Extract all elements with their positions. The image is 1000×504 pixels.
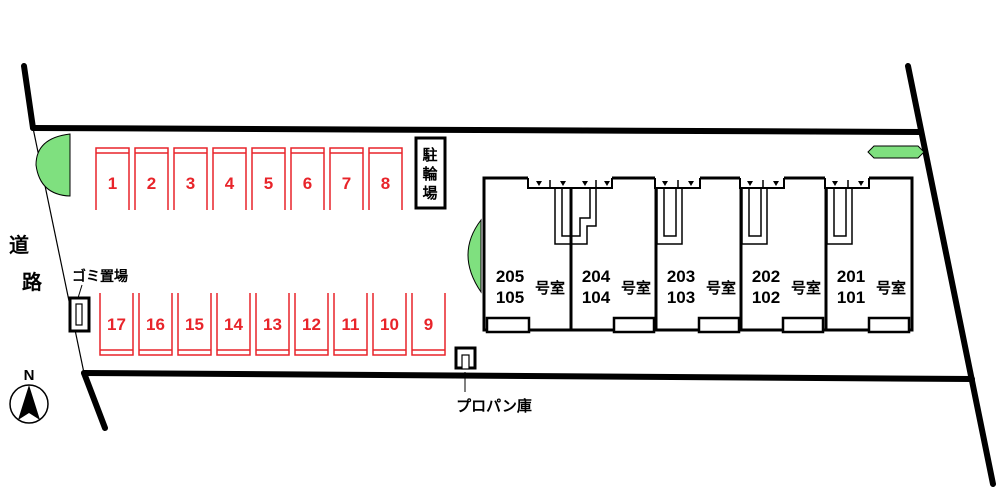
propane-label: プロパン庫: [456, 397, 532, 415]
unit-lower-number: 105: [496, 288, 524, 307]
parking-number: 2: [147, 174, 156, 193]
unit-room-suffix: 号室: [621, 279, 651, 297]
parking-number: 7: [342, 174, 351, 193]
unit-room-suffix: 号室: [535, 279, 565, 297]
bike-parking: [414, 136, 447, 210]
parking-space: 8: [368, 147, 403, 210]
garbage-inner: [75, 303, 83, 326]
parking-space: 17: [99, 293, 134, 356]
parking-row-south: 17 16 15 14 13 12 11 10 9: [99, 293, 446, 356]
unit: 201 101 号室: [837, 267, 906, 307]
unit-lower-number: 101: [837, 288, 865, 307]
parking-number: 1: [108, 174, 117, 193]
compass-north-icon: N: [9, 367, 49, 424]
parking-number: 4: [225, 174, 235, 193]
parking-space: 5: [251, 147, 286, 210]
parking-space: 16: [138, 293, 173, 356]
parking-number: 5: [264, 174, 273, 193]
parking-number: 8: [381, 174, 390, 193]
unit: 205 105 号室: [496, 267, 565, 307]
compass-label: N: [24, 367, 35, 384]
boundary-west-top: [21, 63, 36, 131]
planting-northwest: [35, 133, 71, 197]
garbage-leader: [77, 284, 83, 299]
unit: 204 104 号室: [582, 267, 651, 307]
unit-lower-number: 103: [667, 288, 695, 307]
bike-parking-label-2: 輪: [422, 165, 438, 183]
unit-upper-number: 204: [582, 267, 611, 286]
parking-number: 6: [303, 174, 312, 193]
parking-number: 15: [185, 315, 204, 334]
parking-space: 7: [329, 147, 364, 210]
unit-upper-number: 201: [837, 267, 865, 286]
parking-space: 15: [177, 293, 212, 356]
unit: 203 103 号室: [667, 267, 736, 307]
unit-lower-number: 104: [582, 288, 611, 307]
apartment-building: [482, 175, 914, 334]
bike-parking-label-3: 場: [422, 185, 437, 202]
parking-number: 9: [424, 315, 433, 334]
parking-space: 10: [372, 293, 407, 356]
boundary-south: [81, 370, 975, 382]
parking-number: 11: [342, 315, 360, 334]
unit-upper-number: 205: [496, 267, 524, 286]
bike-parking-label-1: 駐: [422, 146, 437, 164]
parking-number: 16: [146, 315, 165, 334]
garbage-label: ゴミ置場: [72, 268, 128, 284]
parking-space: 4: [212, 147, 247, 210]
parking-space: 3: [173, 147, 208, 210]
unit-lower-number: 102: [752, 288, 780, 307]
parking-space: 1: [95, 147, 130, 210]
parking-space: 11: [333, 293, 368, 356]
parking-row-north: 1 2 3 4 5 6 7 8: [95, 147, 403, 210]
unit-upper-number: 202: [752, 267, 780, 286]
unit: 202 102 号室: [752, 267, 821, 307]
parking-space: 6: [290, 147, 325, 210]
parking-number: 3: [186, 174, 195, 193]
parking-space: 2: [134, 147, 169, 210]
parking-space: 14: [216, 293, 251, 356]
parking-space: 9: [411, 293, 446, 356]
unit-room-suffix: 号室: [876, 279, 906, 297]
parking-number: 17: [107, 315, 126, 334]
parking-space: 12: [294, 293, 329, 356]
site-boundary: [21, 63, 996, 487]
parking-number: 14: [224, 315, 243, 334]
road-label-2: 路: [22, 270, 43, 294]
parking-space: 13: [255, 293, 290, 356]
boundary-west-bottom: [81, 370, 108, 431]
propane-inner: [461, 354, 470, 370]
parking-number: 10: [380, 315, 399, 334]
planting-building-west: [467, 218, 482, 294]
unit-room-suffix: 号室: [791, 279, 821, 297]
parking-number: 13: [263, 315, 282, 334]
road-label-1: 道: [9, 233, 29, 257]
unit-room-suffix: 号室: [706, 279, 736, 297]
unit-labels: 205 105 号室 204 104 号室 203 103 号室 202 102 号室 201 101 号室: [496, 267, 906, 307]
unit-upper-number: 203: [667, 267, 695, 286]
boundary-north: [30, 125, 924, 135]
parking-number: 12: [302, 315, 321, 334]
boundary-east: [905, 63, 996, 487]
planting-northeast: [867, 145, 925, 159]
